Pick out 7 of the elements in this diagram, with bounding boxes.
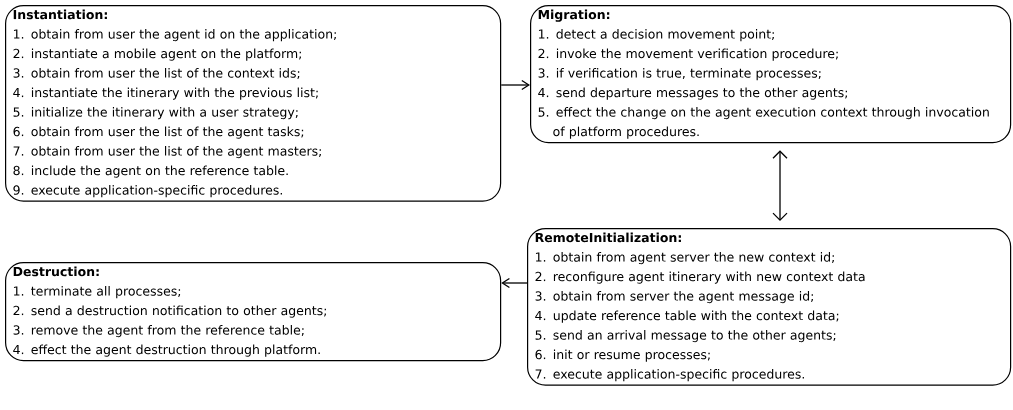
- process-box: RemoteInitialization: 1. obtain from agent server the new context id; 2. reconfigure agent itinerary with new context data 3. obtain from server the agent message id; 4. update reference table with the context data; 5. send an arrival message to the other agents; 6. init or resume processes; 7. execute application-specific procedures.: [527, 228, 1012, 386]
- arrow: [501, 277, 528, 289]
- process-box: Destruction: 1. terminate all processes; 2. send a destruction notification to other agents; 3. remove the agent from the reference table; 4. effect the agent destruction through platform.: [5, 262, 502, 362]
- arrow: [500, 79, 530, 91]
- process-box: Migration: 1. detect a decision movement point; 2. invoke the movement verification procedure; 3. if verification is true, terminate processes; 4. send departure messages to the other agents; 5. effect the change on the agent execution context through invocation of platform procedures.: [530, 5, 1012, 144]
- process-box: Instantiation: 1. obtain from user the agent id on the application; 2. instantiate a mobile agent on the platform; 3. obtain from user the list of the context ids; 4. instantiate the itinerary with the previous list; 5. initialize the itinerary with a user strategy; 6. obtain from user the list of the agent tasks; 7. obtain from user the list of the agent masters; 8. include the agent on the reference table. 9. execute application-specific procedures.: [5, 5, 502, 202]
- arrow: [772, 150, 788, 221]
